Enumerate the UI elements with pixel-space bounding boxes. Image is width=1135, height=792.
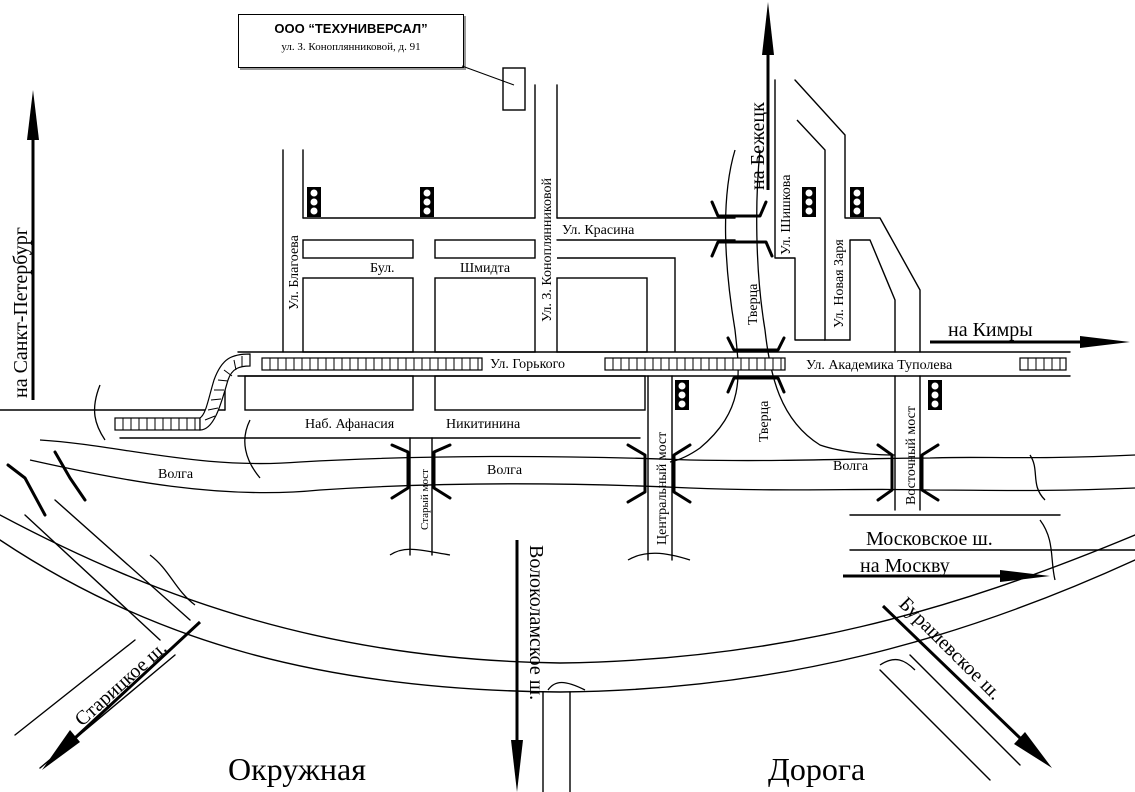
tram-line-gorkogo-east (604, 357, 786, 371)
company-building (502, 67, 526, 111)
company-callout: ООО “ТЕХУНИВЕРСАЛ” ул. З. Коноплянниково… (238, 14, 464, 68)
label-bridge-stary: Старый мост (419, 469, 431, 530)
block-1 (302, 239, 414, 259)
tvertsa-left-bank (669, 149, 739, 463)
label-nikitinina: Никитинина (446, 417, 521, 432)
traffic-light-tsentralny (675, 380, 689, 410)
tvertsa-right-bank (756, 149, 896, 456)
stary-creek (389, 548, 451, 556)
label-volga-2: Волга (487, 463, 523, 478)
label-shishkova: Ул. Шишкова (779, 174, 794, 255)
label-novaya-zarya: Ул. Новая Заря (832, 239, 847, 328)
label-bridge-tsentralny: Центральный мост (655, 432, 670, 545)
bridge-tvertsa-gorky-top (726, 336, 786, 352)
volokolamskoe-creek (547, 681, 586, 691)
block-6 (557, 257, 676, 352)
staritskoe-creek (149, 554, 196, 606)
label-tvertsa-2: Тверца (757, 400, 772, 442)
label-bezhetsk: на Бежецк (747, 102, 769, 190)
label-shmidta: Шмидта (460, 261, 511, 276)
bridge-tvertsa-top (710, 200, 768, 218)
traffic-light-blagoeva (307, 187, 321, 217)
label-volokolamskoe: Волоколамское ш. (525, 545, 547, 700)
label-okruzhnaya: Окружная (228, 751, 366, 787)
volga-south-bank (29, 459, 1135, 494)
label-nab-afanasiya: Наб. Афанасия (305, 417, 395, 432)
arrow-kimry-icon (930, 336, 1130, 348)
novaya-zarya-road-east (849, 239, 896, 353)
volga-left-creek2 (244, 419, 261, 479)
bridge-tsentralny-left (626, 443, 647, 504)
tram-line-tupoleva (1019, 357, 1067, 371)
label-konoplyannikovoy: Ул. З. Коноплянниковой (540, 178, 555, 322)
block-8 (434, 375, 646, 411)
label-volga-1: Волга (158, 467, 194, 482)
label-bul: Бул. (370, 261, 395, 276)
tram-line-curve (199, 353, 251, 431)
tsentralny-creek (627, 552, 691, 561)
label-tupoleva: Ул. Академика Туполева (806, 358, 953, 373)
label-gorkogo: Ул. Горького (490, 357, 565, 372)
label-tvertsa-1: Тверца (746, 283, 761, 325)
label-bridge-vostochny: Восточный мост (904, 406, 919, 505)
traffic-light-shishkova (802, 187, 816, 217)
label-doroga: Дорога (768, 751, 865, 787)
volga-right-creek (1029, 454, 1046, 501)
arrow-bezhetsk-icon (762, 2, 774, 190)
volga-right-creek2 (1039, 519, 1056, 581)
novaya-zarya-block (796, 119, 851, 341)
ring-road-outer (0, 539, 1135, 693)
block-2 (434, 239, 536, 259)
company-name: ООО “ТЕХУНИВЕРСАЛ” (274, 21, 428, 36)
staritskoe-road-b (24, 514, 161, 641)
tram-line-nab (114, 417, 201, 431)
label-krasina: Ул. Красина (562, 223, 635, 238)
shishkova-road-east (794, 79, 921, 353)
label-spb: на Санкт-Петербург (10, 227, 32, 398)
arrow-volokolamskoe-icon (511, 540, 523, 792)
block-4 (434, 277, 536, 353)
block-5 (556, 277, 648, 353)
label-moskva: на Москву (860, 555, 950, 577)
ring-road-inner (0, 514, 1135, 664)
label-volga-3: Волга (833, 459, 869, 474)
traffic-light-vostochny (928, 380, 942, 410)
bridge-staritskoe (6, 450, 87, 517)
arrow-burashevskoe-icon (881, 604, 1052, 768)
company-address: ул. З. Коноплянниковой, д. 91 (281, 41, 421, 53)
staritskoe-road-c (14, 639, 136, 736)
bridge-tsentralny-right (672, 443, 692, 504)
burashevskoe-creek (879, 658, 916, 671)
bridge-vostochny-left (876, 443, 894, 502)
volga-left-creek (93, 384, 106, 441)
staritskoe-road-a (54, 499, 191, 621)
block-7 (244, 375, 414, 411)
bridge-vostochny-right (920, 443, 940, 502)
volga-north-bank (39, 439, 1135, 465)
block-3 (302, 277, 414, 353)
bridge-stary-left (390, 443, 410, 500)
shishkova-road-west (774, 79, 826, 341)
traffic-light-novaya-zarya (850, 187, 864, 217)
label-blagoeva: Ул. Благоева (287, 234, 302, 310)
arrow-spb-icon (27, 90, 39, 400)
bridge-tvertsa-mid (710, 240, 774, 258)
label-moskovskoe: Московское ш. (866, 528, 993, 550)
label-burashevskoe: Бурашевское ш. (894, 593, 1005, 704)
bridge-stary-right (432, 443, 452, 500)
burashevskoe-road-a (879, 669, 991, 781)
traffic-light-krasina (420, 187, 434, 217)
burashevskoe-road-b (909, 654, 1021, 766)
arrow-staritskoe-icon (42, 620, 202, 770)
bridge-tvertsa-gorky-bottom (726, 376, 786, 394)
tram-line-gorkogo-west (261, 357, 483, 371)
label-kimry: на Кимры (948, 319, 1033, 341)
arrow-moskva-icon (843, 570, 1050, 582)
